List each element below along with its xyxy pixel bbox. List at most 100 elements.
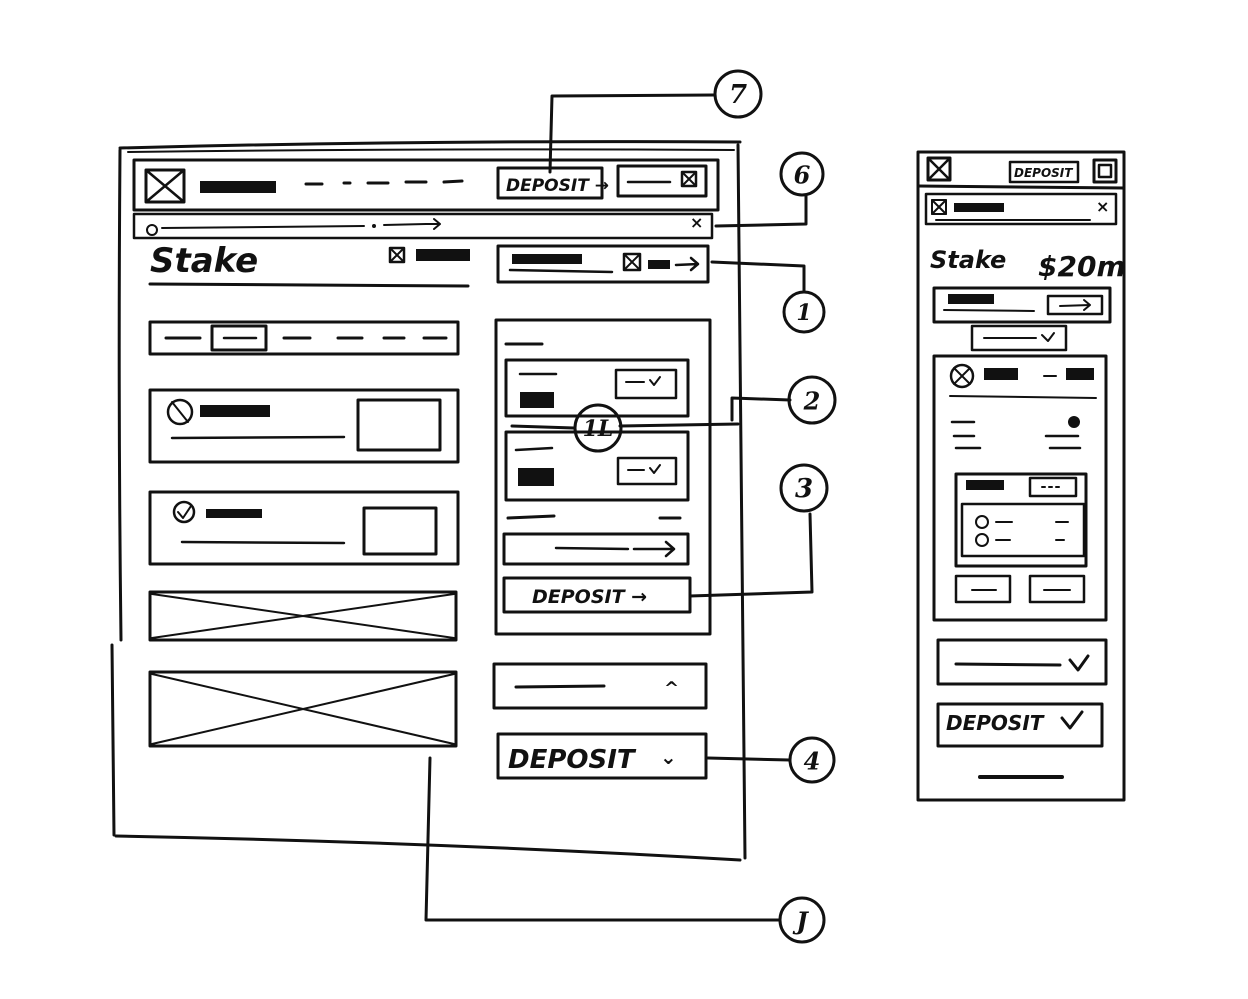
desktop-header: DEPOSIT → xyxy=(132,158,720,212)
mobile-banner-close-icon[interactable]: × xyxy=(1096,197,1109,216)
option-2-select[interactable] xyxy=(616,456,678,486)
banner-close-icon[interactable]: × xyxy=(690,213,703,232)
mobile-top-button-action[interactable] xyxy=(1046,294,1104,316)
mobile-arrow-right-icon xyxy=(1059,299,1091,311)
desktop-header-box xyxy=(132,158,720,212)
desktop-frame-left xyxy=(117,148,123,642)
validator-option-1[interactable] xyxy=(504,358,690,418)
callout-7-label: 7 xyxy=(729,80,747,110)
chevron-down-icon[interactable]: ⌄ xyxy=(660,745,677,769)
card-2-action-box[interactable] xyxy=(362,506,438,556)
info-icon xyxy=(146,224,158,236)
validator-logo-icon-slash xyxy=(171,401,189,423)
mobile-wireframe: DEPOSIT × Stake $20m xyxy=(916,150,1126,802)
token-icon-cross xyxy=(623,253,641,271)
header-deposit-button-label: DEPOSIT → xyxy=(506,176,609,196)
mobile-chevron-down-icon[interactable] xyxy=(1068,654,1090,672)
card-2-title-scribble xyxy=(206,509,262,518)
callout-J-circle xyxy=(778,896,826,944)
desktop-list-card-2[interactable] xyxy=(148,490,460,566)
banner-text-line xyxy=(161,218,441,230)
desktop-amount-input[interactable] xyxy=(502,532,690,566)
desktop-frame-left-lower xyxy=(110,643,116,837)
mobile-deposit-chevron-icon[interactable] xyxy=(1060,710,1084,730)
chevron-up-icon[interactable]: ^ xyxy=(664,678,679,699)
option-1-badge xyxy=(520,392,554,408)
collapsible-row-line xyxy=(514,684,606,689)
mobile-header: DEPOSIT xyxy=(926,156,1118,184)
card-2-text-line xyxy=(180,540,346,545)
desktop-image-placeholder-1 xyxy=(148,590,458,642)
mobile-info-icon xyxy=(1068,416,1080,428)
mobile-validator-card[interactable] xyxy=(954,472,1088,568)
card-1-title-scribble xyxy=(200,405,270,417)
desktop-notification-banner: × xyxy=(132,212,714,240)
desktop-tab-bar[interactable] xyxy=(148,320,460,356)
desktop-deposit-dropdown[interactable]: DEPOSIT ⌄ xyxy=(496,732,708,780)
deposit-arrow-button-label: DEPOSIT → xyxy=(532,586,647,608)
mobile-select[interactable] xyxy=(970,324,1068,352)
callout-1L-leader xyxy=(510,422,740,430)
tab-active[interactable] xyxy=(210,324,268,352)
option-2-label-line xyxy=(514,446,554,452)
callout-2-circle xyxy=(787,375,837,425)
callout-2-leader xyxy=(730,396,792,422)
mobile-option-icon-1 xyxy=(975,515,989,529)
callout-1L-circle xyxy=(573,403,623,453)
mobile-option-lines xyxy=(995,521,1069,541)
mobile-frame xyxy=(916,150,1126,802)
mobile-header-deposit-button[interactable]: DEPOSIT xyxy=(1008,160,1080,184)
callout-3-leader xyxy=(688,512,814,598)
desktop-deposit-arrow-button[interactable]: DEPOSIT → xyxy=(502,576,692,614)
validator-option-2[interactable] xyxy=(504,430,690,502)
account-button[interactable] xyxy=(616,164,708,198)
option-1-select[interactable] xyxy=(614,368,678,400)
desktop-image-placeholder-2 xyxy=(148,670,458,748)
title-image-icon xyxy=(388,246,406,264)
desktop-list-card-1[interactable] xyxy=(148,388,460,464)
mobile-validator-name-scribble xyxy=(984,368,1018,380)
callout-4-label: 4 xyxy=(804,747,821,776)
mobile-card-options[interactable] xyxy=(1028,476,1078,498)
avatar-icon xyxy=(680,170,698,188)
callout-2-label: 2 xyxy=(803,387,821,416)
mobile-banner-icon-cross xyxy=(931,199,947,215)
callout-J-label: J xyxy=(792,907,809,936)
title-underline xyxy=(148,282,470,288)
mobile-banner-scribble xyxy=(954,203,1004,212)
desktop-frame-inner-top xyxy=(127,148,735,153)
mobile-card-title-scribble xyxy=(966,480,1004,490)
desktop-top-right-button[interactable] xyxy=(496,244,710,284)
mobile-staking-panel-box xyxy=(932,354,1108,622)
callout-1-label: 1 xyxy=(796,300,811,326)
nav-links-dashes[interactable] xyxy=(304,179,464,186)
mobile-menu-icon[interactable] xyxy=(1092,158,1118,184)
card-1-action-box[interactable] xyxy=(356,398,442,452)
mobile-secondary-button[interactable] xyxy=(954,574,1012,604)
desktop-frame-right xyxy=(736,143,747,860)
mobile-panel-divider xyxy=(949,395,1097,399)
mobile-top-button-scribble xyxy=(948,294,994,304)
title-meta-scribble xyxy=(416,249,470,261)
arrow-right-icon xyxy=(674,256,700,272)
option-1-select-mark xyxy=(625,376,661,386)
check-circle-icon xyxy=(172,500,196,524)
banner-dot xyxy=(372,224,376,228)
token-icon xyxy=(622,252,642,272)
staking-panel-box xyxy=(494,318,712,636)
check-circle-icon-tick xyxy=(177,505,192,519)
header-deposit-button[interactable]: DEPOSIT → xyxy=(496,166,609,200)
mobile-banner-icon xyxy=(931,199,947,215)
mobile-deposit-dropdown-label: DEPOSIT xyxy=(946,711,1045,735)
mobile-primary-button[interactable] xyxy=(1028,574,1086,604)
deposit-dropdown-label: DEPOSIT xyxy=(508,745,637,775)
mobile-collapsible-row[interactable] xyxy=(936,638,1108,686)
callout-1-leader xyxy=(710,260,806,294)
card-1-text-line xyxy=(170,435,346,440)
validator-logo-icon xyxy=(166,398,194,426)
callout-1-circle xyxy=(782,290,826,334)
mobile-top-button[interactable] xyxy=(932,286,1112,324)
desktop-collapsible-row[interactable]: ^ xyxy=(492,662,708,710)
mobile-deposit-dropdown[interactable]: DEPOSIT xyxy=(936,702,1104,748)
mobile-header-divider xyxy=(916,184,1126,190)
